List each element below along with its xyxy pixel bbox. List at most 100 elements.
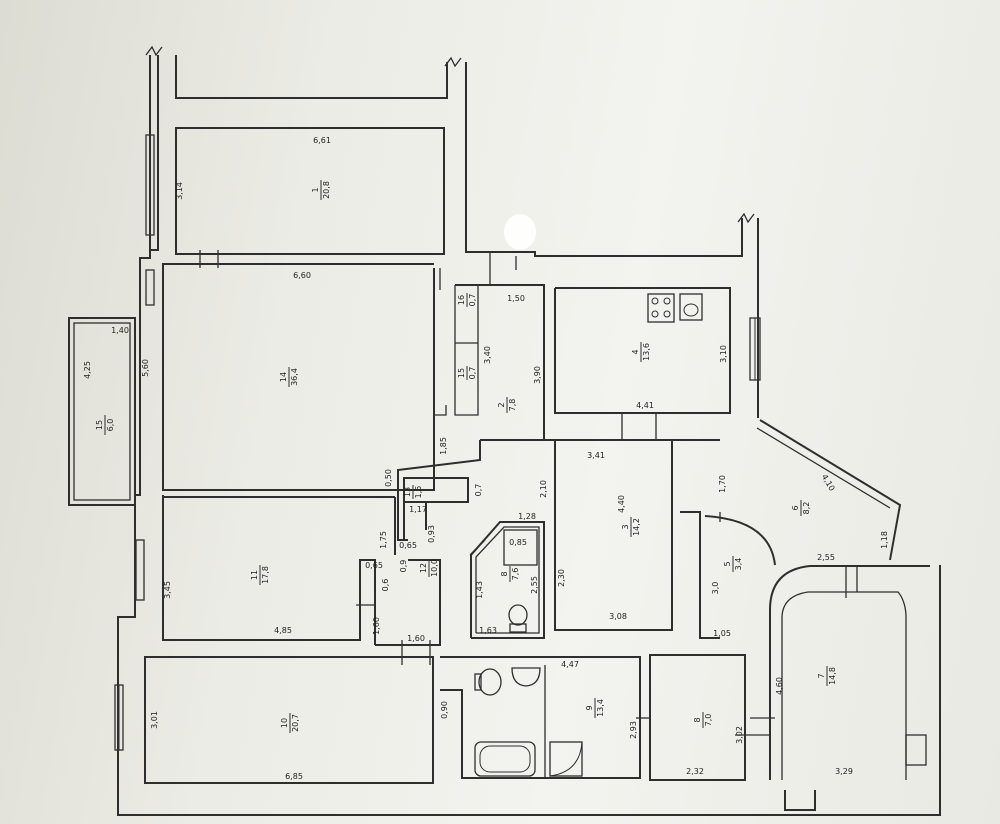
dimension-label: 1,60 [407, 634, 425, 643]
dimension-label: 1,43 [475, 581, 484, 599]
room-label-15: 15 6,0 [95, 415, 115, 435]
dimension-label: 2,55 [530, 576, 539, 594]
dimension-label: 1,50 [507, 294, 525, 303]
dimension-label: 1,85 [439, 437, 448, 455]
dimension-label: 6,60 [293, 271, 311, 280]
dimension-label: 0,6 [381, 579, 390, 592]
dimension-label: 2,32 [686, 767, 704, 776]
svg-text:20,7: 20,7 [291, 714, 300, 732]
svg-text:1,5: 1,5 [414, 486, 423, 499]
dimension-label: 0,85 [509, 538, 527, 547]
svg-text:9: 9 [585, 705, 594, 710]
room-label-6: 6 8,2 [791, 500, 811, 516]
dimension-label: 6,61 [313, 136, 331, 145]
fixtures [474, 293, 703, 777]
dimension-label: 6,85 [285, 772, 303, 781]
svg-text:15: 15 [457, 368, 466, 378]
room-label-3: 3 14,2 [621, 517, 641, 537]
svg-text:15: 15 [95, 420, 104, 430]
svg-text:13,6: 13,6 [642, 343, 651, 361]
room-label-5: 5 3,4 [723, 556, 743, 572]
dimension-label: 2,55 [817, 553, 835, 562]
svg-text:7,8: 7,8 [508, 399, 517, 412]
dimension-label: 1,70 [718, 475, 727, 493]
svg-text:17,8: 17,8 [261, 566, 270, 584]
dimension-label: 0,93 [427, 525, 436, 543]
svg-text:10: 10 [280, 718, 289, 728]
room-label-14: 14 36,4 [279, 367, 299, 387]
dimension-label: 1,63 [479, 626, 497, 635]
dimension-label: 0,90 [440, 701, 449, 719]
dimension-label: 4,41 [636, 401, 654, 410]
dimension-label: 0,65 [365, 561, 383, 570]
shower-icon [549, 741, 583, 777]
dimension-label: 3,41 [587, 451, 605, 460]
dimension-label: 4,10 [820, 473, 837, 493]
svg-text:8: 8 [500, 571, 509, 576]
dimension-label: 4,47 [561, 660, 579, 669]
svg-text:14,2: 14,2 [632, 518, 641, 536]
dimension-label: 3,02 [735, 726, 744, 744]
dimension-label: 2,10 [539, 480, 548, 498]
dimension-label: 3,14 [175, 182, 184, 200]
dimension-label: 1,75 [379, 531, 388, 549]
room-label-16: 16 0,7 [457, 293, 477, 307]
toilet-icon [508, 604, 528, 626]
svg-text:8,2: 8,2 [802, 502, 811, 515]
svg-text:12: 12 [419, 563, 428, 573]
dimension-label: 3,45 [163, 581, 172, 599]
svg-text:6: 6 [791, 505, 800, 510]
svg-text:16: 16 [457, 295, 466, 305]
dimension-labels: 6,61 6,60 1,40 1,50 4,41 3,41 1,17 1,28 … [83, 136, 889, 781]
dimension-label: 4,85 [274, 626, 292, 635]
dimension-label: 3,29 [835, 767, 853, 776]
svg-text:7,6: 7,6 [511, 568, 520, 581]
svg-text:6,0: 6,0 [106, 419, 115, 432]
svg-text:13,4: 13,4 [596, 699, 605, 717]
room-label-7: 7 14,8 [817, 666, 837, 686]
sink-icon [511, 667, 541, 687]
svg-text:1: 1 [311, 187, 320, 192]
toilet-icon [478, 668, 502, 696]
room-label-1: 1 20,8 [311, 180, 331, 200]
sink-icon [679, 293, 703, 321]
room-label-8-b: 8 7,0 [693, 712, 713, 728]
room-label-2: 2 7,8 [497, 397, 517, 413]
svg-text:7: 7 [817, 673, 826, 678]
svg-text:0,7: 0,7 [468, 294, 477, 307]
room-label-11: 11 17,8 [250, 565, 270, 585]
dimension-label: 1,28 [518, 512, 536, 521]
svg-text:14: 14 [279, 372, 288, 382]
dimension-label: 3,01 [150, 711, 159, 729]
bathtub-icon [474, 741, 536, 777]
room-label-13: 13 1,5 [403, 485, 423, 499]
svg-text:8: 8 [693, 717, 702, 722]
dimension-label: 0,9 [399, 560, 408, 573]
svg-text:20,8: 20,8 [322, 181, 331, 199]
svg-text:4: 4 [631, 349, 640, 354]
dimension-label: 0,7 [474, 484, 483, 497]
svg-text:7,0: 7,0 [704, 714, 713, 727]
room-label-9: 9 13,4 [585, 698, 605, 718]
dimension-label: 3,08 [609, 612, 627, 621]
svg-text:10,0: 10,0 [430, 559, 439, 577]
room-labels: 1 20,8 14 36,4 15 6,0 16 0,7 15 0,7 2 7,… [95, 180, 837, 733]
dimension-label: 4,40 [617, 495, 626, 513]
dimension-label: 3,90 [533, 366, 542, 384]
dimension-label: 0,50 [384, 469, 393, 487]
dimension-label: 2,30 [557, 569, 566, 587]
dimension-label: 1,60 [372, 617, 381, 635]
svg-text:13: 13 [403, 487, 412, 497]
room-label-12: 12 10,0 [419, 559, 439, 577]
room-label-10: 10 20,7 [280, 713, 300, 733]
dimension-label: 3,0 [711, 582, 720, 595]
glare [504, 214, 536, 250]
dimension-label: 5,60 [141, 359, 150, 377]
svg-text:36,4: 36,4 [290, 368, 299, 386]
svg-text:11: 11 [250, 570, 259, 580]
svg-text:5: 5 [723, 561, 732, 566]
svg-text:14,8: 14,8 [828, 667, 837, 685]
room-label-15-small: 15 0,7 [457, 366, 477, 380]
